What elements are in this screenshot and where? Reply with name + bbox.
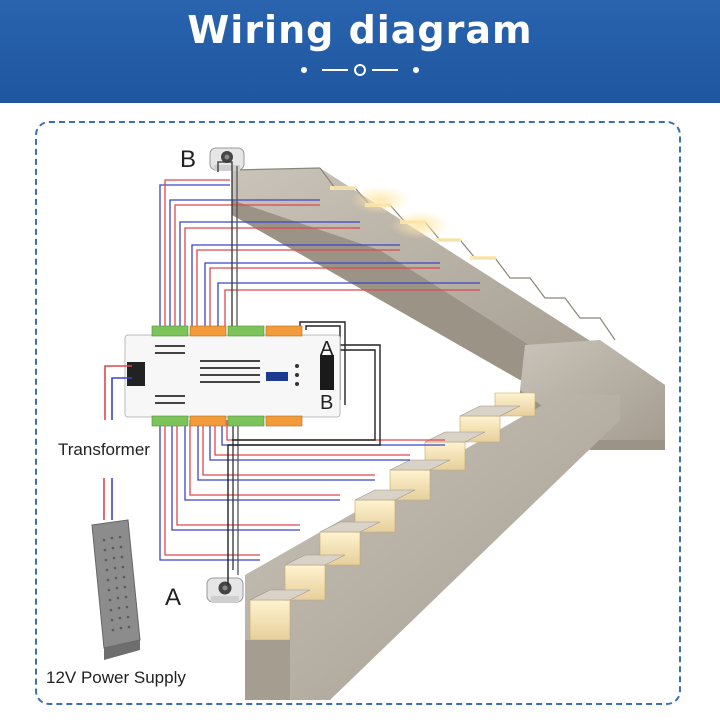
header-banner: Wiring diagram <box>0 0 720 103</box>
led-controller <box>124 325 341 427</box>
power-supply-label: 12V Power Supply <box>46 668 186 687</box>
power-supply-unit <box>91 519 141 660</box>
sensor-b-label: B <box>180 146 197 173</box>
page-title: Wiring diagram <box>187 8 533 52</box>
diagram-frame <box>35 121 681 705</box>
controller-port-a-label: A <box>320 338 334 360</box>
title-divider <box>301 64 419 76</box>
sensor-b-device <box>209 147 245 171</box>
power-leads <box>103 365 132 520</box>
transformer-label: Transformer <box>58 440 150 459</box>
sensor-a-device <box>206 577 244 603</box>
lower-staircase <box>245 392 620 700</box>
sensor-a-label: A <box>165 584 182 611</box>
wiring-upper <box>159 161 480 330</box>
controller-port-b-label: B <box>320 392 334 414</box>
